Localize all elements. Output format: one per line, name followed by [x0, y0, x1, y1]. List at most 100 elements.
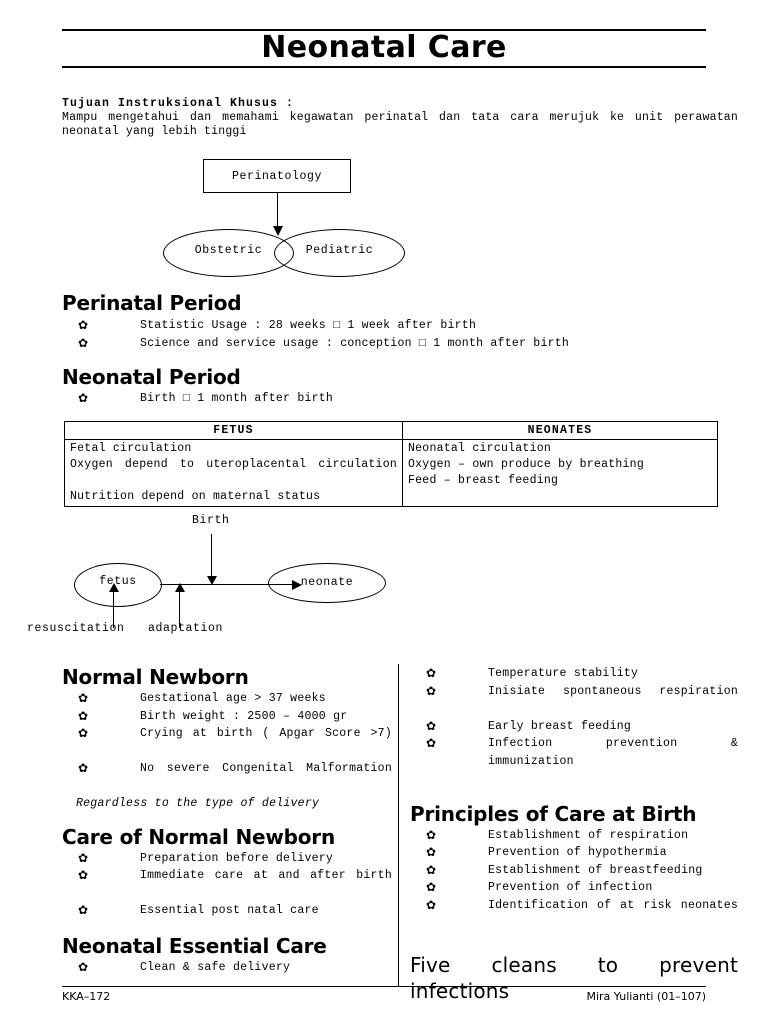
list-item-label: Establishment of breastfeeding [488, 863, 703, 877]
down-arrow-icon [272, 193, 283, 236]
pediatric-label: Pediatric [305, 244, 374, 257]
footer-rule [62, 986, 706, 987]
heading-perinatal-period: Perinatal Period [62, 291, 242, 315]
list-item-label: Preparation before delivery [140, 851, 334, 865]
list-item: ✿ Gestational age > 37 weeks [62, 690, 392, 708]
list-item-label: Clean & safe delivery [140, 960, 291, 974]
heading-principles-of-care: Principles of Care at Birth [410, 801, 697, 826]
list-item: ✿ Preparation before delivery [62, 850, 392, 868]
flower-bullet-icon: ✿ [78, 959, 89, 974]
table-row: Fetal circulation Oxygen depend to utero… [64, 439, 718, 507]
heading-neonatal-period: Neonatal Period [62, 365, 241, 389]
flower-bullet-icon: ✿ [78, 903, 89, 917]
list-item: ✿ Prevention of infection [410, 879, 738, 897]
flower-bullet-icon: ✿ [78, 691, 89, 705]
fetus-label: fetus [99, 575, 137, 588]
left-column: Normal Newborn ✿ Gestational age > 37 we… [62, 665, 392, 976]
resuscitation-label: resuscitation [27, 622, 125, 635]
birth-label: Birth [192, 514, 230, 527]
list-item: ✿ Infection prevention & immunization [410, 735, 738, 788]
column-header-neonates: NEONATES [402, 421, 718, 440]
list-item: ✿ Inisiate spontaneous respiration [410, 683, 738, 718]
list-item-label: Inisiate spontaneous respiration [488, 684, 738, 698]
table-cell-line: Fetal circulation [70, 442, 192, 455]
neonate-ellipse: neonate [268, 563, 386, 603]
list-item: ✿ Science and service usage : conception… [62, 335, 682, 353]
transition-arrow-icon [160, 579, 302, 590]
heading-care-of-normal-newborn: Care of Normal Newborn [62, 824, 336, 849]
right-column: ✿ Temperature stability ✿ Inisiate spont… [410, 665, 738, 1030]
obstetric-label: Obstetric [194, 244, 263, 257]
perinatology-diagram: Perinatology Obstetric Pediatric [0, 155, 768, 280]
table-cell-line: Feed – breast feeding [408, 474, 559, 487]
list-item: ✿ Identification of at risk neonates [410, 897, 738, 932]
list-item-label: Establishment of respiration [488, 828, 689, 842]
list-item: ✿ Clean & safe delivery [62, 959, 392, 977]
list-item-label: Temperature stability [488, 667, 639, 680]
flower-bullet-icon: ✿ [78, 318, 89, 332]
fetus-ellipse: fetus [74, 563, 162, 607]
list-item: ✿ Statistic Usage : 28 weeks □ 1 week af… [62, 317, 682, 335]
intro-block: Tujuan Instruksional Khusus : Mampu meng… [62, 97, 738, 139]
principles-of-care-list: ✿ Establishment of respiration ✿ Prevent… [410, 827, 738, 932]
list-item-label: Infection prevention & immunization [488, 737, 738, 768]
list-item: ✿ Prevention of hypothermia [410, 844, 738, 862]
list-item: ✿ Essential post natal care [62, 902, 392, 920]
pediatric-ellipse: Pediatric [274, 229, 405, 277]
flower-bullet-icon: ✿ [426, 666, 437, 680]
page-title: Neonatal Care [261, 30, 507, 65]
flower-bullet-icon: ✿ [426, 683, 437, 698]
table-cell-neonates: Neonatal circulation Oxygen – own produc… [402, 439, 718, 507]
fetus-neonates-table: FETUS NEONATES Fetal circulation Oxygen … [64, 421, 718, 507]
perinatal-period-list: ✿ Statistic Usage : 28 weeks □ 1 week af… [62, 317, 682, 352]
heading-normal-newborn: Normal Newborn [62, 665, 249, 689]
flower-bullet-icon: ✿ [426, 718, 437, 733]
heading-neonatal-essential-care: Neonatal Essential Care [62, 933, 327, 958]
table-header-row: FETUS NEONATES [64, 421, 718, 440]
birth-down-arrow-icon [206, 534, 217, 585]
list-item-label: Crying at birth ( Apgar Score >7) [140, 727, 392, 740]
list-item: ✿ Birth weight : 2500 – 4000 gr [62, 708, 392, 726]
flower-bullet-icon: ✿ [78, 726, 89, 740]
table-cell-line: Oxygen depend to uteroplacental circulat… [70, 458, 397, 471]
list-item-label: Immediate care at and after birth [140, 869, 392, 882]
column-divider [398, 664, 399, 986]
list-item: ✿ Temperature stability [410, 665, 738, 683]
intro-body: Mampu mengetahui dan memahami kegawatan … [62, 111, 738, 138]
column-header-fetus: FETUS [64, 421, 403, 440]
flower-bullet-icon: ✿ [78, 868, 89, 882]
table-cell-line: Neonatal circulation [408, 442, 552, 455]
delivery-note: Regardless to the type of delivery [76, 797, 320, 810]
table-cell-line: Nutrition depend on maternal status [70, 490, 321, 503]
flower-bullet-icon: ✿ [426, 880, 437, 894]
neonate-label: neonate [300, 576, 354, 589]
list-item-label: Gestational age > 37 weeks [140, 692, 326, 705]
perinatology-box: Perinatology [203, 159, 351, 193]
footer-left-code: KKA–172 [62, 990, 111, 1003]
care-of-normal-newborn-list: ✿ Preparation before delivery ✿ Immediat… [62, 850, 392, 920]
flower-bullet-icon: ✿ [78, 761, 89, 775]
five-cleans-statement: Five cleans to prevent infections [410, 952, 738, 1003]
continued-items-list: ✿ Temperature stability ✿ Inisiate spont… [410, 665, 738, 788]
list-item: ✿ Crying at birth ( Apgar Score >7) [62, 725, 392, 760]
list-item-label: Prevention of hypothermia [488, 846, 667, 859]
list-item-label: Essential post natal care [140, 904, 319, 917]
table-cell-fetus: Fetal circulation Oxygen depend to utero… [64, 439, 403, 507]
flower-bullet-icon: ✿ [426, 845, 437, 859]
flower-bullet-icon: ✿ [426, 736, 437, 750]
list-item-label: Birth weight : 2500 – 4000 gr [140, 709, 348, 723]
list-item: ✿ Establishment of respiration [410, 827, 738, 845]
list-item: ✿ Early breast feeding [410, 718, 738, 736]
normal-newborn-list: ✿ Gestational age > 37 weeks ✿ Birth wei… [62, 690, 392, 813]
flower-bullet-icon: ✿ [78, 335, 89, 350]
footer-right-author: Mira Yulianti (01–107) [586, 990, 706, 1003]
list-item-label: Birth □ 1 month after birth [140, 392, 334, 405]
flower-bullet-icon: ✿ [426, 862, 437, 877]
list-item-label: No severe Congenital Malformation [140, 762, 392, 775]
neonatal-essential-care-list: ✿ Clean & safe delivery [62, 959, 392, 977]
flower-bullet-icon: ✿ [78, 850, 89, 865]
list-item: ✿ Immediate care at and after birth [62, 867, 392, 902]
adaptation-up-arrow-icon [174, 583, 185, 628]
neonatal-period-list: ✿ Birth □ 1 month after birth [62, 390, 682, 408]
